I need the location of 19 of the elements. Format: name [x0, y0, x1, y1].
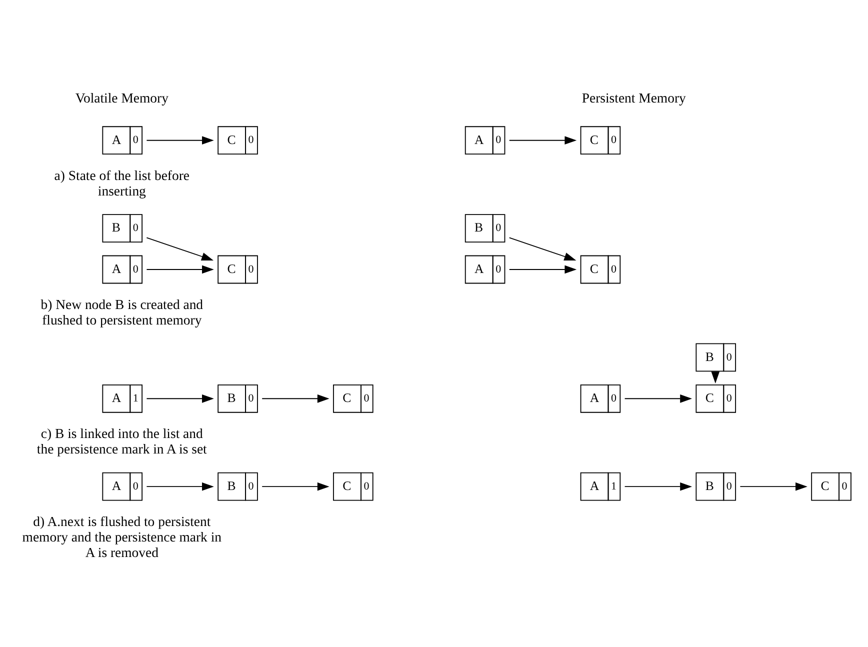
- arrow: [624, 482, 692, 490]
- label: a) State of the list before inserting: [54, 167, 190, 198]
- arrow: [508, 264, 577, 274]
- arrow: [262, 394, 330, 402]
- label: Persistent Memory: [582, 90, 686, 105]
- arrow: [624, 394, 692, 402]
- arrow: [262, 482, 330, 490]
- arrow: [508, 136, 577, 144]
- arrow: [146, 136, 214, 144]
- arrow: [146, 264, 214, 274]
- arrow: [146, 236, 214, 260]
- label: d) A.next is flushed to persistent memory and the persistence mark in A is removed: [22, 513, 222, 560]
- arrow: [508, 236, 576, 260]
- arrow: [740, 482, 808, 490]
- label: Volatile Memory: [75, 90, 168, 105]
- label: b) New node B is created and flushed to persistent memory: [40, 296, 204, 327]
- label: c) B is linked into the list and the persistence mark in A is set: [36, 426, 207, 456]
- arrow: [146, 394, 214, 402]
- arrow: [146, 482, 214, 490]
